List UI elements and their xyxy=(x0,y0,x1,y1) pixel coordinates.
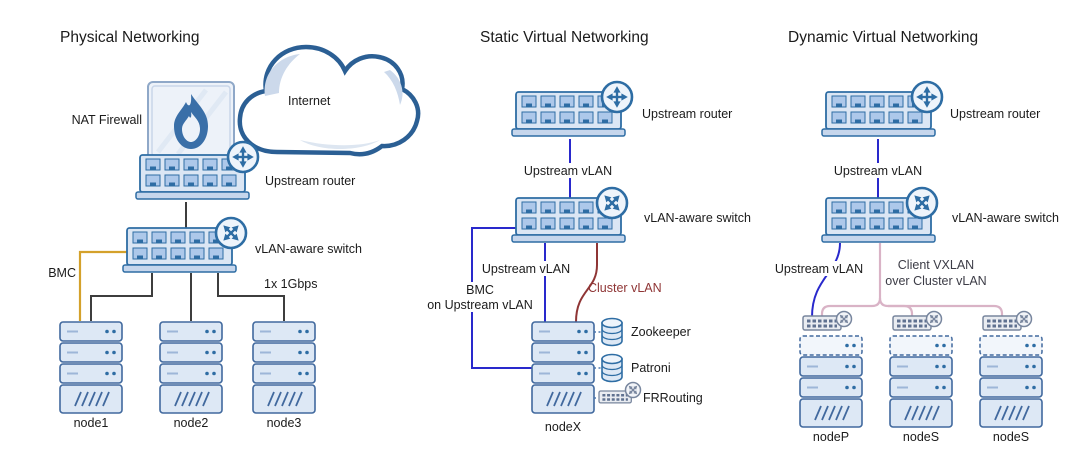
switch-to-node1-link xyxy=(90,273,153,321)
patroni-db-icon xyxy=(601,353,623,383)
router-icon xyxy=(228,142,258,172)
zookeeper-label: Zookeeper xyxy=(631,325,691,339)
bmc-label: BMC xyxy=(48,266,76,280)
label-bg xyxy=(427,282,533,312)
upstream-router-label: Upstream router xyxy=(265,174,355,188)
upstream-vlan-link-mid xyxy=(811,242,841,318)
cluster-vlan-label: Cluster vLAN xyxy=(588,281,662,295)
vlan-switch-label: vLAN-aware switch xyxy=(644,211,751,225)
router-icon xyxy=(912,82,942,112)
cloud-shading-bottom xyxy=(300,140,380,149)
vxlan-label-line2: over Cluster vLAN xyxy=(885,274,986,288)
vlan-switch-icon xyxy=(597,188,628,219)
physical-section-title: Physical Networking xyxy=(60,29,200,46)
vxlan-link-nodes2 xyxy=(888,304,1004,317)
vxlan-link-nodep xyxy=(820,297,882,317)
internet-cloud xyxy=(237,44,421,157)
nodep-label: nodeP xyxy=(813,430,849,444)
link-speed-label: 1x 1Gbps xyxy=(264,277,318,291)
upstream-vlan-label-top: Upstream vLAN xyxy=(524,164,612,178)
switch-to-node3-link xyxy=(217,273,285,321)
patroni-label: Patroni xyxy=(631,361,671,375)
label-bg xyxy=(482,261,570,276)
server-node2 xyxy=(160,322,222,413)
vlan-switch-icon xyxy=(216,218,247,249)
vxlan-links xyxy=(820,243,1004,317)
upstream-vlan-label-mid: Upstream vLAN xyxy=(482,262,570,276)
router-icon xyxy=(602,82,632,112)
label-bg xyxy=(524,163,612,178)
vxlan-label-line1: Client VXLAN xyxy=(898,258,974,272)
dynamic-section-title: Dynamic Virtual Networking xyxy=(788,29,978,46)
node2-label: node2 xyxy=(174,416,209,430)
nodes1-label: nodeS xyxy=(903,430,939,444)
vxlan-link-nodes1 xyxy=(878,297,914,317)
upstream-vlan-label-mid: Upstream vLAN xyxy=(775,262,863,276)
upstream-vlan-label-top: Upstream vLAN xyxy=(834,164,922,178)
firewall-flame-icon xyxy=(174,94,208,149)
server-nodex xyxy=(532,322,594,413)
server-nodes-2 xyxy=(980,311,1042,427)
service-connectors xyxy=(594,331,601,399)
nodex-label: nodeX xyxy=(545,420,582,434)
upstream-router-label: Upstream router xyxy=(642,107,732,121)
static-section-title: Static Virtual Networking xyxy=(480,29,649,46)
label-bg xyxy=(775,261,863,276)
label-bg xyxy=(834,163,922,178)
nodes2-label: nodeS xyxy=(993,430,1029,444)
nat-firewall-label: NAT Firewall xyxy=(72,113,142,127)
bmc-link xyxy=(78,250,127,321)
node3-label: node3 xyxy=(267,416,302,430)
vlan-switch-icon xyxy=(907,188,938,219)
nat-firewall-appliance xyxy=(147,81,235,161)
vlan-switch-label: vLAN-aware switch xyxy=(255,242,362,256)
vlan-switch-label: vLAN-aware switch xyxy=(952,211,1059,225)
server-nodep xyxy=(800,311,862,427)
internet-label: Internet xyxy=(288,94,331,108)
cluster-vlan-link xyxy=(575,243,598,323)
dynamic-virtual-section: Dynamic Virtual Networking Upstream rout… xyxy=(775,29,1059,444)
server-node1 xyxy=(60,322,122,413)
upstream-router-label: Upstream router xyxy=(950,107,1040,121)
cloud-shading-left xyxy=(264,54,300,96)
cloud-shape xyxy=(237,44,421,157)
server-nodes-1 xyxy=(890,311,952,427)
static-virtual-section: Static Virtual Networking Upstream route… xyxy=(427,29,751,434)
bmc-label-line1: BMC xyxy=(466,283,494,297)
physical-networking-section: Physical Networking Internet NAT Firewal… xyxy=(48,29,421,430)
frrouting-label: FRRouting xyxy=(643,391,703,405)
bmc-label-line2: on Upstream vLAN xyxy=(427,298,533,312)
cloud-shading-right xyxy=(384,70,403,105)
zookeeper-db-icon xyxy=(601,317,623,347)
node1-label: node1 xyxy=(74,416,109,430)
physical-links xyxy=(90,202,285,321)
server-node3 xyxy=(253,322,315,413)
